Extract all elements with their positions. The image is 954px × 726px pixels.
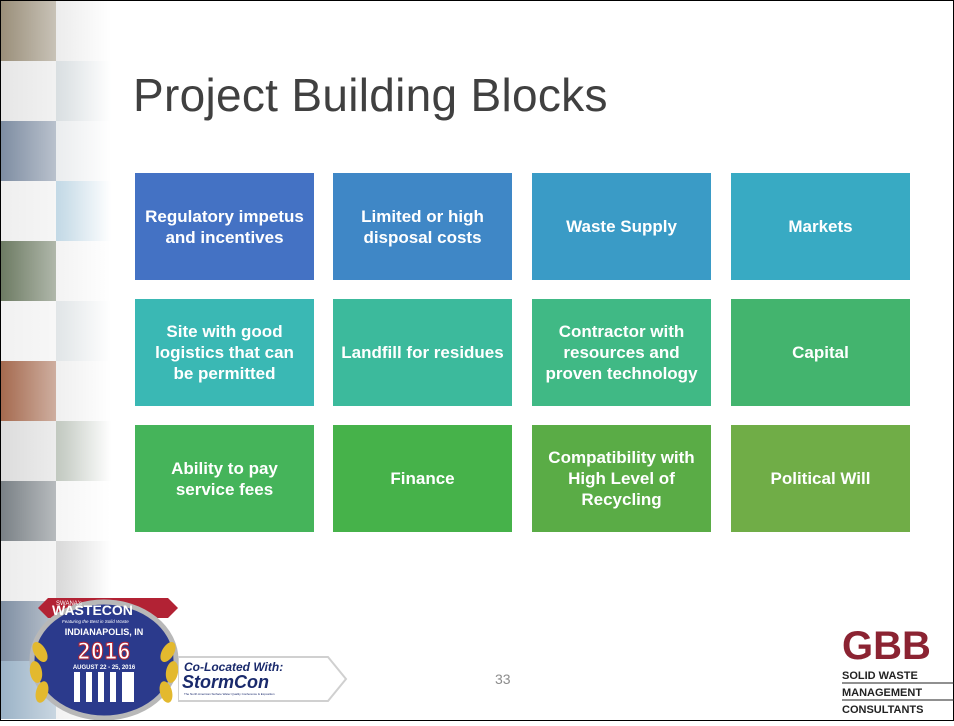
wastecon-dates: AUGUST 22 - 25, 2016 (73, 665, 136, 671)
building-blocks-grid: Regulatory impetus and incentives Limite… (135, 173, 910, 532)
stormcon-tagline: The North American Surface Water Quality… (184, 692, 275, 696)
block-waste-supply: Waste Supply (532, 173, 711, 280)
gbb-line-3: CONSULTANTS (842, 704, 923, 716)
wastecon-brand: WASTECON (52, 602, 133, 618)
slide-number: 33 (495, 671, 511, 687)
wastecon-logo: SWANA's WASTECON Featuring the Best in S… (18, 560, 193, 721)
block-site: Site with good logistics that can be per… (135, 299, 314, 406)
block-landfill: Landfill for residues (333, 299, 512, 406)
gbb-logo: GBB SOLID WASTE MANAGEMENT CONSULTANTS (840, 623, 954, 721)
wastecon-tagline: Featuring the Best in Solid Waste (62, 619, 129, 624)
photo-collage-image (1, 1, 111, 719)
wastecon-year: 2016 (78, 640, 131, 665)
stormcon-brand: StormCon (182, 672, 269, 692)
gbb-brand: GBB (842, 624, 931, 668)
block-ability-to-pay: Ability to pay service fees (135, 425, 314, 532)
slide-title: Project Building Blocks (133, 69, 608, 121)
stormcon-colocated: Co-Located With: (184, 660, 283, 674)
decorative-photo-strip (1, 1, 111, 719)
gbb-line-1: SOLID WASTE (842, 670, 918, 682)
block-capital: Capital (731, 299, 910, 406)
block-contractor: Contractor with resources and proven tec… (532, 299, 711, 406)
stormcon-logo: Co-Located With: StormCon The North Amer… (177, 655, 348, 703)
wastecon-city: INDIANAPOLIS, IN (65, 627, 144, 637)
block-compatibility: Compatibility with High Level of Recycli… (532, 425, 711, 532)
block-political-will: Political Will (731, 425, 910, 532)
wastecon-prefix: SWANA's (56, 601, 82, 607)
block-markets: Markets (731, 173, 910, 280)
block-regulatory: Regulatory impetus and incentives (135, 173, 314, 280)
block-finance: Finance (333, 425, 512, 532)
gbb-line-2: MANAGEMENT (842, 687, 922, 699)
block-disposal-costs: Limited or high disposal costs (333, 173, 512, 280)
